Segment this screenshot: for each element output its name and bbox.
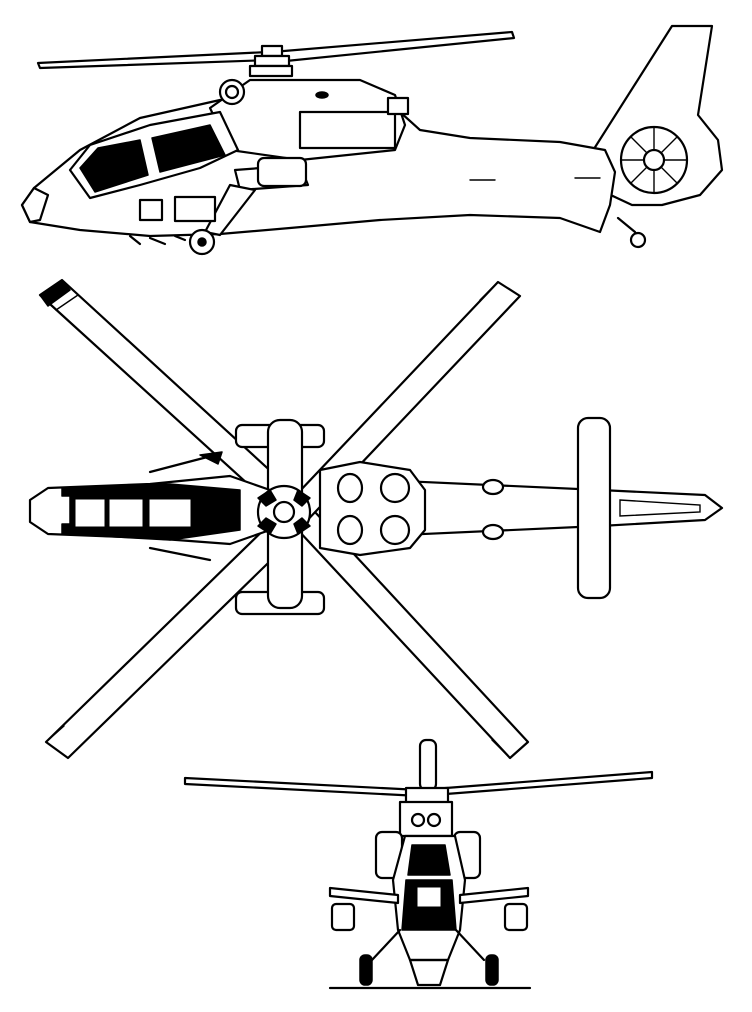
top-horizontal-stabilizer [576, 416, 612, 600]
front-view [183, 738, 654, 990]
front-landing-gear [328, 928, 532, 990]
top-tail-boom [378, 478, 724, 538]
side-landing-gear [128, 216, 647, 256]
fenestron [619, 125, 689, 195]
side-view [20, 24, 724, 256]
top-rotor-hub [256, 484, 312, 540]
top-view [28, 278, 724, 760]
side-main-rotor [36, 30, 516, 78]
